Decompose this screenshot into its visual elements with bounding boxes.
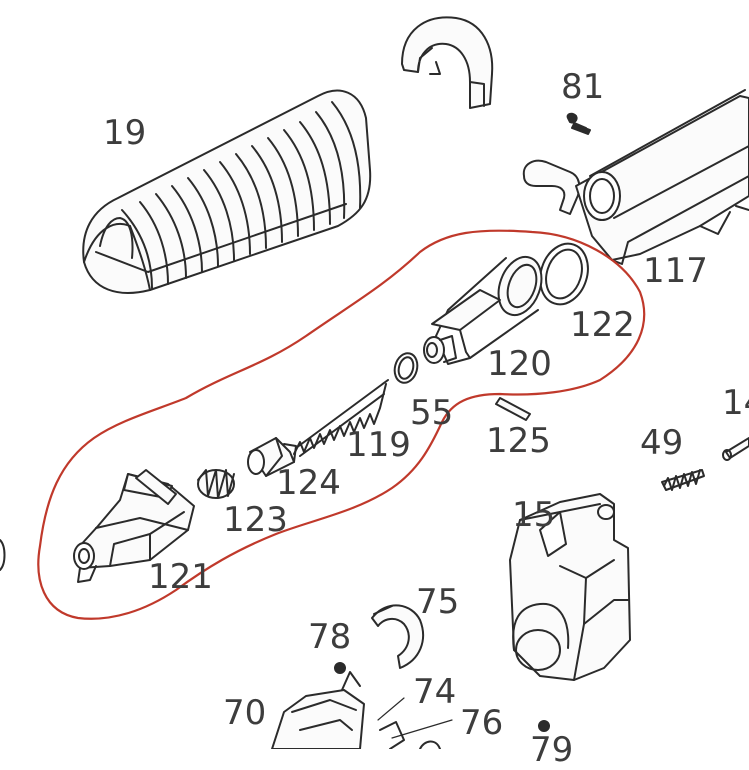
part-number-117: 117 — [643, 251, 708, 291]
rod-part-14 — [723, 438, 749, 460]
part-number-49: 49 — [640, 423, 684, 463]
part-number-124: 124 — [276, 463, 341, 503]
screw-part-81 — [568, 114, 590, 134]
spring-part-123 — [198, 470, 234, 498]
handguard-part-19 — [83, 91, 370, 293]
spring-part-119 — [294, 380, 388, 456]
trigger-group-part-70 — [272, 672, 440, 749]
part-number-19: 19 — [103, 113, 147, 153]
diagram-drawing — [0, 0, 749, 749]
pin-part-125 — [496, 398, 530, 420]
part-number-75: 75 — [416, 582, 460, 622]
highlight-outline — [37, 229, 646, 620]
housing-part-121 — [74, 470, 194, 582]
part-number-15: 15 — [512, 495, 556, 535]
pin-part-78 — [335, 663, 345, 673]
part-number-125: 125 — [486, 421, 551, 461]
nozzle-part-124 — [248, 438, 296, 476]
part-number-79: 79 — [530, 730, 574, 770]
part-number-123: 123 — [223, 500, 288, 540]
edge-circle-part — [0, 540, 5, 570]
part-number-78: 78 — [308, 617, 352, 657]
part-number-74: 74 — [413, 672, 457, 712]
curved-piece-part-75 — [372, 605, 423, 668]
part-number-81: 81 — [561, 67, 605, 107]
part-number-120: 120 — [487, 344, 552, 384]
spring-part-49 — [662, 470, 704, 490]
leader-lines — [378, 698, 452, 738]
part-number-55: 55 — [410, 393, 454, 433]
part-number-121: 121 — [148, 557, 213, 597]
part-number-70: 70 — [223, 693, 267, 733]
receiver-part-117 — [524, 90, 749, 264]
frame-part-15 — [510, 494, 630, 680]
part-number-76: 76 — [460, 703, 504, 743]
o-ring-part-122 — [533, 237, 596, 310]
part-number-119: 119 — [346, 425, 411, 465]
cylinder-part-120 — [424, 251, 549, 364]
part-number-14: 14 — [722, 383, 749, 423]
o-ring-part-55 — [391, 351, 420, 386]
pin-part-79 — [539, 721, 549, 731]
part-number-122: 122 — [570, 305, 635, 345]
top-bracket-part — [402, 17, 492, 108]
